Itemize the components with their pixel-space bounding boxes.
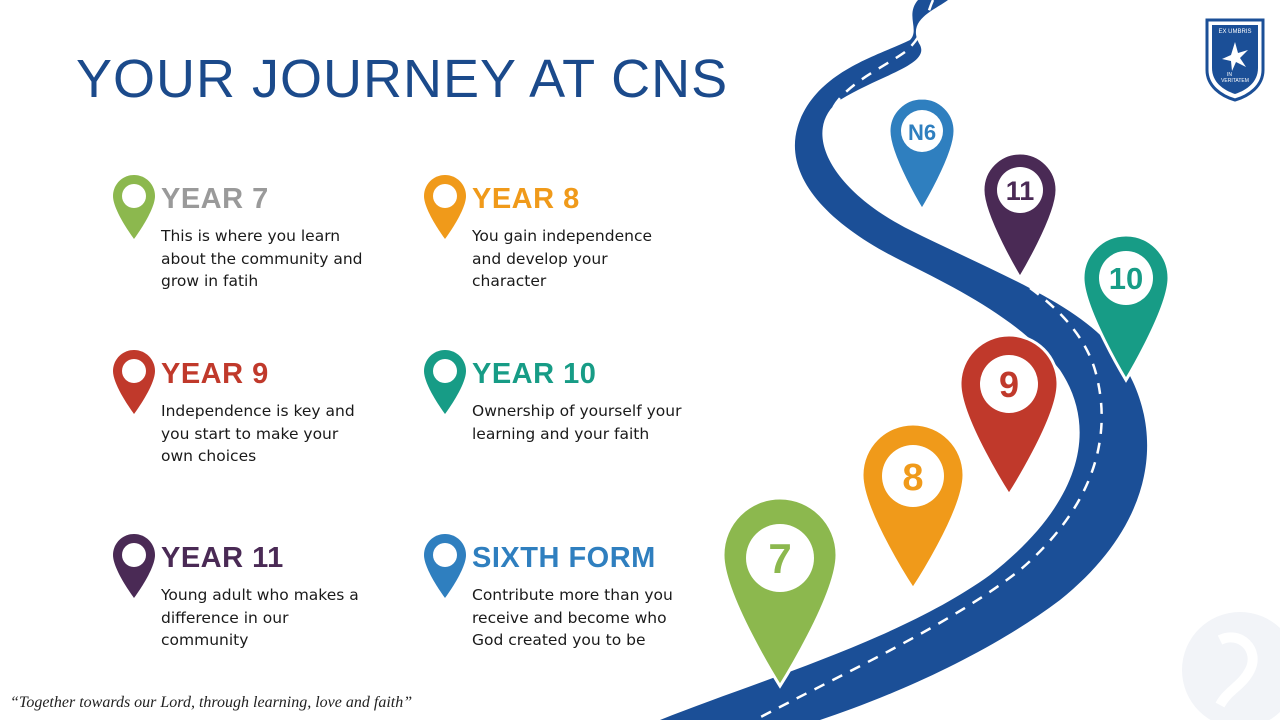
marker-label: 10: [1109, 261, 1143, 296]
marker-10: 10: [1081, 233, 1171, 383]
map-pin-icon: [113, 175, 155, 239]
marker-8: 8: [860, 422, 966, 592]
crest-top-text: EX UMBRIS: [1218, 29, 1251, 35]
marker-label: 8: [902, 457, 923, 499]
marker-9: 9: [958, 333, 1060, 498]
stage-description: Contribute more than you receive and bec…: [472, 586, 673, 649]
stage-heading: SIXTH FORM: [472, 542, 656, 574]
stage-heading: YEAR 10: [472, 358, 597, 390]
stage-heading: YEAR 9: [161, 358, 269, 390]
stage-sixth-form: SIXTH FORM Contribute more than you rece…: [424, 534, 724, 684]
stage-year-9: YEAR 9 Independence is key and you start…: [113, 350, 413, 500]
marker-label: N6: [908, 120, 936, 145]
stage-heading: YEAR 7: [161, 183, 269, 215]
stage-description: Independence is key and you start to mak…: [161, 402, 355, 465]
stage-heading: YEAR 11: [161, 542, 284, 574]
star-icon: [1222, 42, 1248, 71]
stage-description: You gain independence and develop your c…: [472, 227, 652, 290]
marker-label: 7: [768, 535, 791, 582]
map-pin-icon: [113, 534, 155, 598]
stage-year-8: YEAR 8 You gain independence and develop…: [424, 175, 724, 325]
marker-11: 11: [981, 151, 1059, 281]
stage-heading: YEAR 8: [472, 183, 580, 215]
marker-label: 11: [1006, 176, 1035, 206]
marker-7: 7: [721, 496, 839, 689]
page-title: YOUR JOURNEY AT CNS: [76, 49, 729, 109]
marker-label: 9: [999, 364, 1019, 405]
stage-year-11: YEAR 11 Young adult who makes a differen…: [113, 534, 413, 684]
stage-description: This is where you learn about the commun…: [161, 227, 363, 290]
stage-description: Ownership of yourself your learning and …: [472, 402, 682, 443]
crest-bottom-text-1: IN: [1227, 72, 1232, 78]
school-motto: “Together towards our Lord, through lear…: [10, 694, 413, 711]
map-pin-icon: [424, 175, 466, 239]
stage-year-7: YEAR 7 This is where you learn about the…: [113, 175, 413, 325]
school-crest-logo: EX UMBRIS IN VERITATEM: [1205, 18, 1265, 102]
watermark-logo: [1182, 612, 1280, 720]
marker-n6: N6: [887, 96, 957, 213]
stage-year-10: YEAR 10 Ownership of yourself your learn…: [424, 350, 724, 500]
map-pin-icon: [424, 350, 466, 414]
map-pin-icon: [113, 350, 155, 414]
road-centre-line: [754, 0, 1103, 720]
map-pin-icon: [424, 534, 466, 598]
stage-description: Young adult who makes a difference in ou…: [161, 586, 359, 649]
crest-bottom-text-2: VERITATEM: [1221, 78, 1249, 84]
